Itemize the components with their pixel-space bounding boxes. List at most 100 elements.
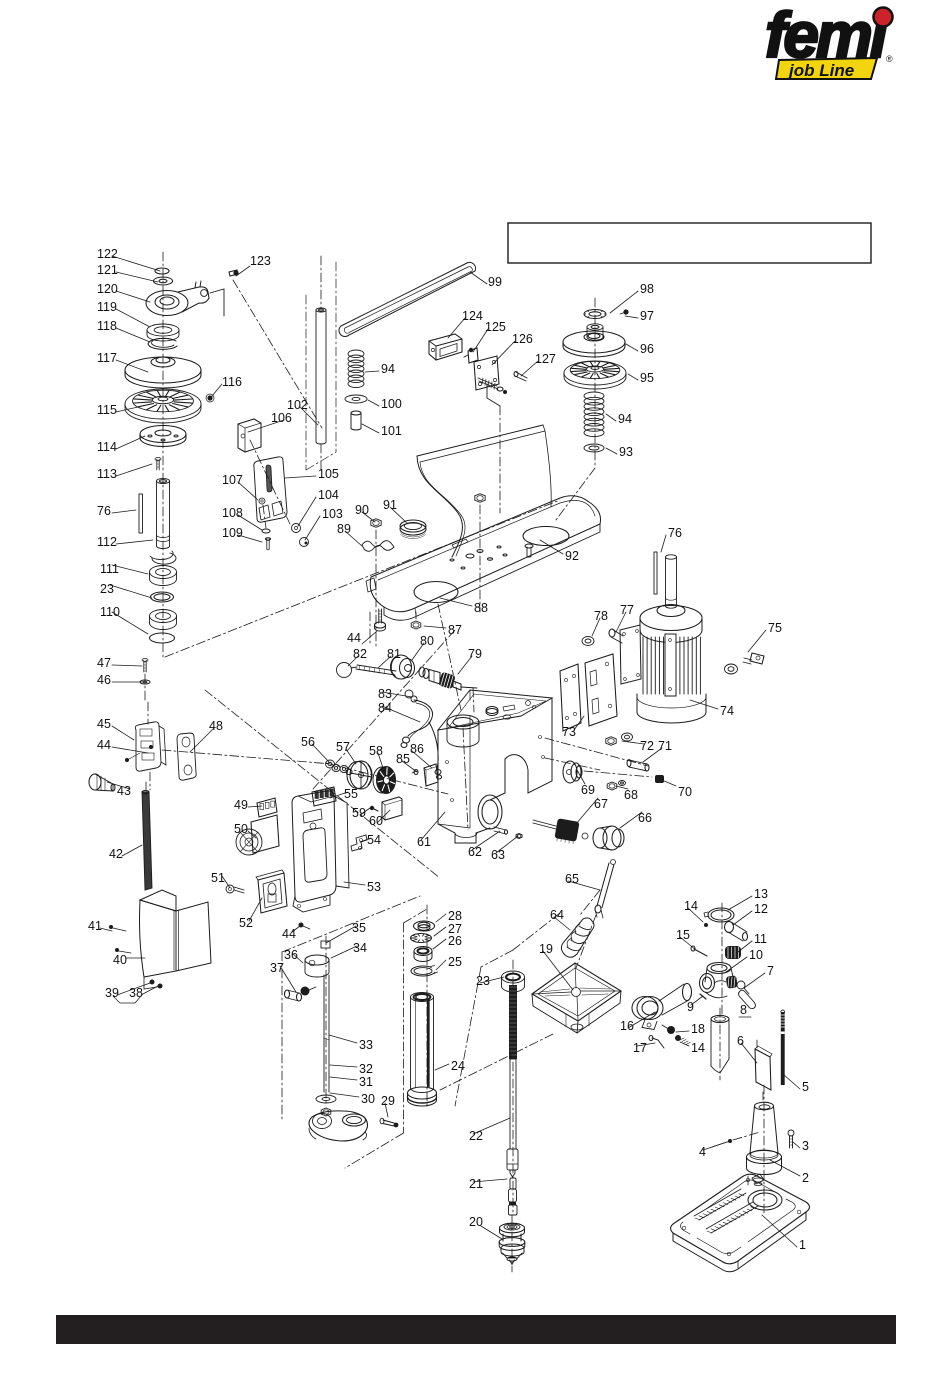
svg-text:61: 61 bbox=[417, 835, 431, 849]
svg-text:91: 91 bbox=[383, 498, 397, 512]
svg-text:92: 92 bbox=[565, 549, 579, 563]
svg-text:111: 111 bbox=[100, 562, 119, 576]
svg-text:15: 15 bbox=[676, 928, 690, 942]
svg-text:46: 46 bbox=[97, 673, 111, 687]
svg-text:108: 108 bbox=[222, 506, 243, 520]
svg-text:85: 85 bbox=[396, 752, 410, 766]
svg-text:109: 109 bbox=[222, 526, 243, 540]
svg-text:100: 100 bbox=[381, 397, 402, 411]
svg-text:23: 23 bbox=[476, 974, 490, 988]
svg-text:84: 84 bbox=[378, 701, 392, 715]
svg-text:1: 1 bbox=[799, 1238, 806, 1252]
svg-text:62: 62 bbox=[468, 845, 482, 859]
svg-text:64: 64 bbox=[550, 908, 564, 922]
svg-text:89: 89 bbox=[337, 522, 351, 536]
svg-text:30: 30 bbox=[361, 1092, 375, 1106]
svg-text:21: 21 bbox=[469, 1177, 483, 1191]
svg-text:55: 55 bbox=[344, 787, 358, 801]
svg-text:20: 20 bbox=[469, 1215, 483, 1229]
svg-text:71: 71 bbox=[658, 739, 672, 753]
svg-text:49: 49 bbox=[234, 798, 248, 812]
svg-text:44: 44 bbox=[97, 738, 111, 752]
svg-text:74: 74 bbox=[720, 704, 734, 718]
svg-text:67: 67 bbox=[594, 797, 608, 811]
svg-text:7: 7 bbox=[767, 964, 774, 978]
svg-text:99: 99 bbox=[488, 275, 502, 289]
svg-text:119: 119 bbox=[97, 300, 117, 314]
svg-text:31: 31 bbox=[359, 1075, 373, 1089]
svg-text:5: 5 bbox=[802, 1080, 809, 1094]
svg-text:27: 27 bbox=[448, 922, 462, 936]
svg-text:90: 90 bbox=[355, 503, 369, 517]
svg-text:9: 9 bbox=[687, 1000, 694, 1014]
svg-text:107: 107 bbox=[222, 473, 243, 487]
svg-text:78: 78 bbox=[594, 609, 608, 623]
svg-text:110: 110 bbox=[100, 605, 120, 619]
svg-text:112: 112 bbox=[97, 535, 117, 549]
svg-text:12: 12 bbox=[754, 902, 768, 916]
svg-text:96: 96 bbox=[640, 342, 654, 356]
svg-text:32: 32 bbox=[359, 1062, 373, 1076]
svg-text:79: 79 bbox=[468, 647, 482, 661]
svg-text:14: 14 bbox=[691, 1041, 705, 1055]
svg-text:105: 105 bbox=[318, 467, 339, 481]
svg-text:24: 24 bbox=[451, 1059, 465, 1073]
svg-text:3: 3 bbox=[802, 1139, 809, 1153]
svg-text:47: 47 bbox=[97, 656, 111, 670]
svg-text:36: 36 bbox=[284, 948, 298, 962]
svg-text:13: 13 bbox=[754, 887, 768, 901]
svg-text:104: 104 bbox=[318, 488, 339, 502]
svg-text:69: 69 bbox=[581, 783, 595, 797]
svg-text:125: 125 bbox=[485, 320, 506, 334]
svg-text:70: 70 bbox=[678, 785, 692, 799]
svg-text:95: 95 bbox=[640, 371, 654, 385]
svg-text:54: 54 bbox=[367, 833, 381, 847]
svg-text:120: 120 bbox=[97, 282, 118, 296]
svg-text:35: 35 bbox=[352, 921, 366, 935]
svg-text:97: 97 bbox=[640, 309, 654, 323]
svg-text:43: 43 bbox=[117, 784, 131, 798]
svg-text:®: ® bbox=[886, 54, 893, 64]
svg-text:41: 41 bbox=[88, 919, 102, 933]
svg-text:53: 53 bbox=[367, 880, 381, 894]
svg-text:127: 127 bbox=[535, 352, 556, 366]
svg-text:17: 17 bbox=[633, 1041, 647, 1055]
svg-text:job Line: job Line bbox=[787, 61, 854, 80]
svg-text:8: 8 bbox=[740, 1003, 747, 1017]
svg-text:116: 116 bbox=[222, 375, 242, 389]
svg-text:23: 23 bbox=[100, 582, 114, 596]
svg-text:10: 10 bbox=[749, 948, 763, 962]
svg-text:77: 77 bbox=[620, 603, 634, 617]
svg-text:114: 114 bbox=[97, 440, 117, 454]
svg-text:93: 93 bbox=[619, 445, 633, 459]
svg-text:37: 37 bbox=[270, 961, 284, 975]
svg-text:57: 57 bbox=[336, 740, 350, 754]
svg-text:76: 76 bbox=[97, 504, 111, 518]
svg-text:122: 122 bbox=[97, 247, 118, 261]
svg-text:42: 42 bbox=[109, 847, 123, 861]
svg-text:59: 59 bbox=[352, 806, 366, 820]
svg-text:51: 51 bbox=[211, 871, 225, 885]
svg-text:83: 83 bbox=[378, 687, 392, 701]
svg-text:72: 72 bbox=[640, 739, 654, 753]
svg-text:22: 22 bbox=[469, 1129, 483, 1143]
svg-text:102: 102 bbox=[287, 398, 308, 412]
svg-text:65: 65 bbox=[565, 872, 579, 886]
svg-text:44: 44 bbox=[282, 927, 296, 941]
svg-text:45: 45 bbox=[97, 717, 111, 731]
svg-text:73: 73 bbox=[562, 725, 576, 739]
svg-text:94: 94 bbox=[381, 362, 395, 376]
svg-text:19: 19 bbox=[539, 942, 553, 956]
svg-text:6: 6 bbox=[737, 1034, 744, 1048]
svg-text:75: 75 bbox=[768, 621, 782, 635]
svg-text:11: 11 bbox=[754, 932, 767, 946]
svg-text:16: 16 bbox=[620, 1019, 634, 1033]
svg-text:34: 34 bbox=[353, 941, 367, 955]
svg-text:44: 44 bbox=[347, 631, 361, 645]
svg-text:29: 29 bbox=[381, 1094, 395, 1108]
svg-text:94: 94 bbox=[618, 412, 632, 426]
svg-text:68: 68 bbox=[624, 788, 638, 802]
svg-text:113: 113 bbox=[97, 467, 117, 481]
svg-text:50: 50 bbox=[234, 822, 248, 836]
svg-text:98: 98 bbox=[640, 282, 654, 296]
